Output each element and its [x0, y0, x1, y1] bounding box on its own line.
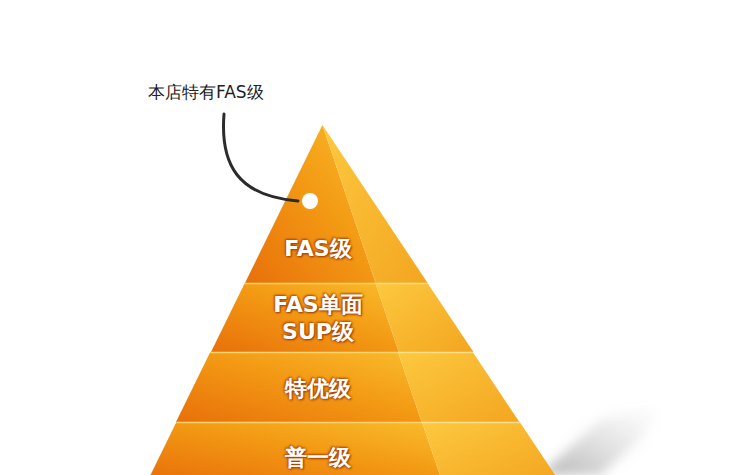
band-step [398, 352, 473, 354]
band-front [211, 283, 399, 352]
band-side [422, 422, 558, 475]
callout-dot [302, 193, 318, 209]
band-side [398, 352, 519, 422]
band-front [176, 352, 422, 422]
band-separator [211, 352, 399, 354]
band-label: FAS级 [284, 235, 351, 262]
band-label: FAS单面 SUP级 [268, 291, 368, 345]
dot-halo [300, 191, 320, 211]
band-separator [176, 422, 422, 424]
callout-label: 本店特有FAS级 [148, 81, 264, 103]
pyramid-band: 特优级 [176, 352, 519, 422]
pyramid-band: FAS级 [245, 125, 428, 283]
band-separator [245, 283, 376, 285]
band-outline [148, 422, 558, 475]
band-label: 普一级 [285, 444, 351, 471]
band-step [422, 422, 520, 424]
pyramid-band: 普一级 [148, 422, 558, 475]
band-label: 特优级 [285, 375, 351, 402]
band-side [375, 283, 473, 352]
band-front [148, 422, 442, 475]
drop-shadow [540, 405, 660, 475]
pyramid-band: FAS单面 SUP级 [211, 283, 473, 352]
leader-line [223, 114, 298, 201]
band-step [375, 283, 427, 285]
